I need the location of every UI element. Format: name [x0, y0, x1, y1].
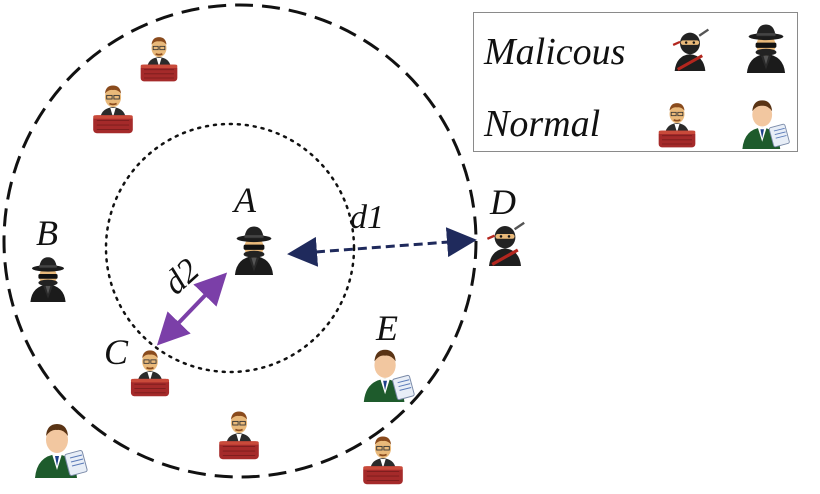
label-d2: d2: [157, 252, 207, 302]
label-a: A: [232, 180, 257, 220]
node-a-spy-icon: [234, 226, 274, 275]
outer-range-circle: [2, 3, 478, 479]
label-b: B: [36, 213, 58, 253]
node-e-businessman-icon: [363, 349, 416, 402]
legend-ninja-icon: [671, 27, 711, 71]
worker-icon-top: [139, 36, 179, 83]
inner-range-circle: [104, 122, 356, 374]
worker-icon-upper-left: [92, 84, 134, 135]
label-c: C: [104, 332, 129, 372]
legend-spy-icon: [746, 24, 786, 73]
legend-icons: [657, 24, 791, 149]
node-b-spy-icon: [30, 257, 66, 302]
businessman-icon-bottom-left: [34, 423, 89, 478]
legend-businessman-icon: [741, 99, 791, 149]
worker-icon-bottom: [218, 410, 260, 461]
label-d1: d1: [350, 199, 384, 236]
legend-worker-icon: [657, 102, 697, 149]
label-e: E: [375, 308, 398, 348]
d2-arrow: [156, 272, 228, 346]
legend: Malicous Normal: [473, 12, 798, 152]
d1-arrow: [287, 227, 477, 267]
label-d: D: [489, 182, 516, 222]
legend-malicious-label: Malicous: [484, 31, 626, 73]
legend-normal-label: Normal: [484, 103, 601, 145]
node-c-worker-icon: [129, 349, 171, 398]
node-d-ninja-icon: [485, 221, 527, 266]
worker-icon-bottom-right: [362, 435, 404, 486]
